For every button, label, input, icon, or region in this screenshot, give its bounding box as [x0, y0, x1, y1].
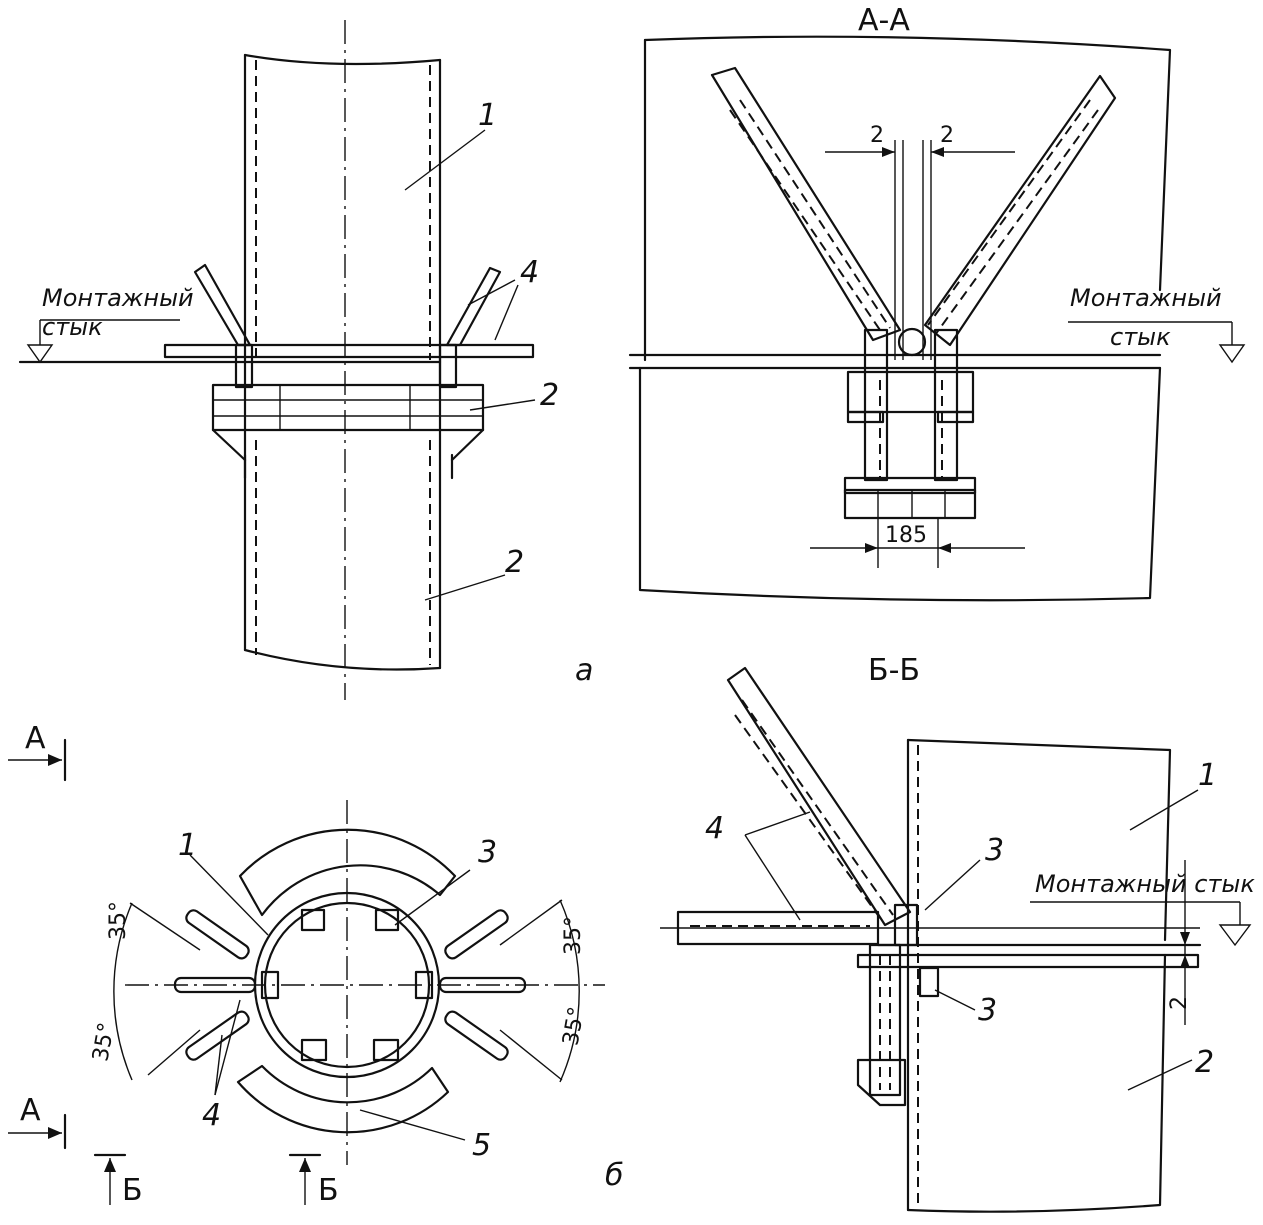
part-label-4-b: 4: [202, 1098, 221, 1133]
view-label-a: а: [575, 653, 593, 688]
part-label-2-column: 2: [505, 545, 524, 580]
angle-35-right-top: 35°: [561, 916, 586, 955]
part-label-1-bb: 1: [1198, 758, 1217, 793]
part-label-1-a: 1: [478, 98, 497, 133]
section-bb-title: Б-Б: [868, 653, 920, 688]
section-aa: А-А 2 2: [628, 3, 1246, 602]
mount-joint-label-aa-line2: стык: [1110, 323, 1171, 351]
dim-2-bb: 2: [1167, 996, 1192, 1010]
mount-joint-label-a-line1: Монтажный: [42, 284, 194, 312]
angle-35-left-bottom: 35°: [88, 1021, 119, 1064]
angle-35-left-top: 35°: [106, 901, 131, 940]
dim-2-right: 2: [940, 123, 954, 148]
angle-35-right-bottom: 35°: [559, 1005, 590, 1048]
dim-2-left: 2: [870, 123, 884, 148]
section-arrow-b-right: Б: [318, 1173, 339, 1208]
mount-joint-label-a-line2: стык: [42, 313, 103, 341]
dim-185: 185: [885, 523, 927, 548]
section-arrow-a-bottom: А: [20, 1093, 41, 1128]
section-bb: Б-Б 2 Монтажный стык: [660, 653, 1255, 1213]
part-label-1-b: 1: [178, 828, 197, 863]
mount-joint-label-bb: Монтажный стык: [1035, 870, 1255, 898]
section-aa-title: А-А: [858, 3, 910, 38]
part-label-4-a: 4: [520, 255, 539, 290]
part-label-3-b: 3: [478, 835, 497, 870]
part-label-4-bb: 4: [705, 811, 724, 846]
section-arrow-a-top: А: [25, 721, 46, 756]
view-label-b: б: [605, 1158, 624, 1193]
view-b-plan: А А Б Б: [8, 721, 624, 1208]
section-arrow-b-left: Б: [122, 1173, 143, 1208]
part-label-3-bb-top: 3: [985, 833, 1004, 868]
mount-joint-label-aa-line1: Монтажный: [1070, 284, 1222, 312]
part-label-5: 5: [472, 1128, 491, 1163]
part-label-3-bb-bottom: 3: [978, 993, 997, 1028]
part-label-2-flange: 2: [540, 378, 559, 413]
part-label-2-bb: 2: [1195, 1045, 1214, 1080]
view-a-elevation: Монтажный стык 1 2 2 4 а: [18, 20, 593, 700]
